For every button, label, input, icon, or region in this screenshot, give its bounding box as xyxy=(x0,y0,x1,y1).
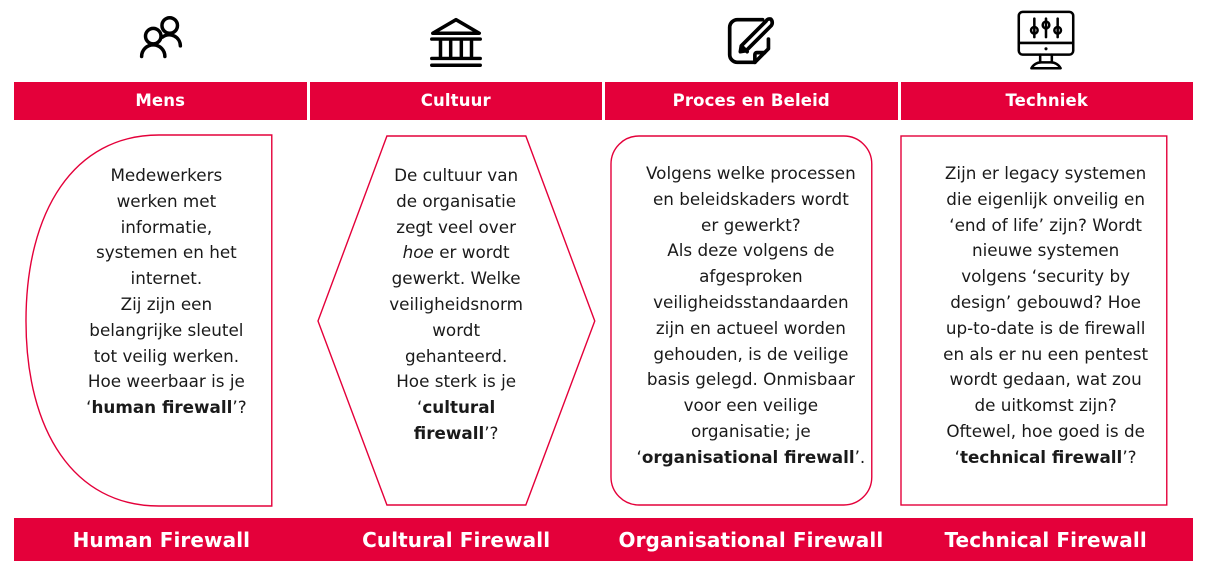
header-label: Cultuur xyxy=(420,90,491,110)
header-label: Proces en Beleid xyxy=(672,90,830,110)
footer-label: Cultural Firewall xyxy=(362,527,551,552)
footer-cell-organisational-firewall: Organisational Firewall xyxy=(604,518,899,561)
icon-cell-techniek xyxy=(898,0,1193,82)
header-label: Techniek xyxy=(1005,90,1089,110)
header-cell-proces-en-beleid: Proces en Beleid xyxy=(605,82,898,120)
content-cell-proces-en-beleid: Volgens welke processen en beleidskaders… xyxy=(604,133,899,508)
header-cell-techniek: Techniek xyxy=(900,82,1193,120)
icon-row xyxy=(14,0,1193,82)
content-cell-techniek: Zijn er legacy systemen die eigenlijk on… xyxy=(898,133,1193,508)
content-cell-cultuur: De cultuur van de organisatie zegt veel … xyxy=(309,133,604,508)
people-group-icon xyxy=(130,10,192,72)
rounded-rectangle-shape xyxy=(609,135,872,506)
footer-cell-cultural-firewall: Cultural Firewall xyxy=(309,518,604,561)
content-row: Medewerkers werken met informatie, syste… xyxy=(14,133,1193,508)
icon-cell-proces-en-beleid xyxy=(604,0,899,82)
rectangle-shape xyxy=(900,135,1168,506)
body-text-techniek: Zijn er legacy systemen die eigenlijk on… xyxy=(943,163,1149,467)
content-cell-mens: Medewerkers werken met informatie, syste… xyxy=(14,133,309,508)
header-cell-mens: Mens xyxy=(14,82,307,120)
monitor-settings-icon xyxy=(1011,6,1081,76)
document-edit-icon xyxy=(720,10,782,72)
body-text-mens: Medewerkers werken met informatie, syste… xyxy=(86,165,247,418)
footer-cell-technical-firewall: Technical Firewall xyxy=(898,518,1193,561)
body-text-proces-en-beleid: Volgens welke processen en beleidskaders… xyxy=(636,163,866,467)
icon-cell-cultuur xyxy=(309,0,604,82)
bank-building-icon xyxy=(425,10,487,72)
ellipse-shape xyxy=(25,134,273,507)
icon-cell-mens xyxy=(14,0,309,82)
firewall-footer-bar: Human Firewall Cultural Firewall Organis… xyxy=(14,518,1193,561)
footer-label: Organisational Firewall xyxy=(618,527,884,552)
footer-label: Human Firewall xyxy=(72,527,251,552)
header-cell-cultuur: Cultuur xyxy=(309,82,602,120)
footer-label: Technical Firewall xyxy=(944,527,1147,552)
category-header-bar: Mens Cultuur Proces en Beleid Techniek xyxy=(14,82,1193,120)
footer-cell-human-firewall: Human Firewall xyxy=(14,518,309,561)
body-text-cultuur: De cultuur van de organisatie zegt veel … xyxy=(389,165,524,443)
hexagon-shape xyxy=(316,135,596,506)
header-label: Mens xyxy=(135,90,186,110)
